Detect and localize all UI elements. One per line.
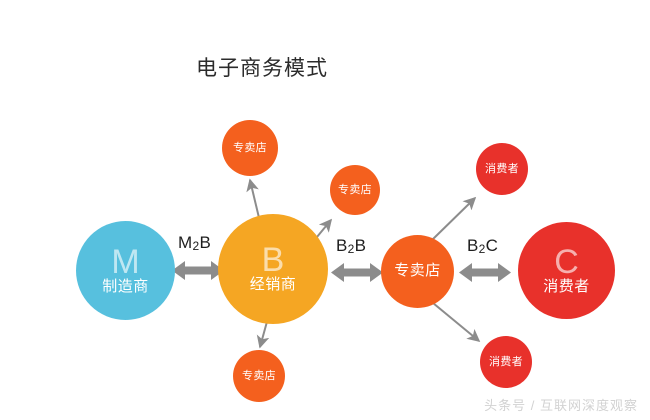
node-store-top-label: 专卖店 bbox=[233, 141, 267, 154]
arrow-label-b2c-sub: 2 bbox=[478, 242, 486, 256]
node-consumer[interactable]: C 消费者 bbox=[518, 222, 615, 319]
node-consumer-label: 消费者 bbox=[543, 277, 590, 295]
arrow-b-to-store bbox=[331, 263, 383, 282]
arrow-label-b2c: B2C bbox=[467, 236, 498, 256]
arrow-label-m2b-prefix: M bbox=[178, 233, 193, 252]
arrow-m-to-b bbox=[172, 261, 224, 280]
node-manufacturer-letter: M bbox=[111, 242, 140, 281]
arrow-label-b2b: B2B bbox=[336, 236, 366, 256]
node-manufacturer[interactable]: M 制造商 bbox=[76, 221, 175, 320]
node-consumer-bottom-label: 消费者 bbox=[489, 355, 523, 368]
node-consumer-letter: C bbox=[554, 242, 579, 281]
watermark: 头条号 / 互联网深度观察 bbox=[484, 398, 638, 413]
node-consumer-top-label: 消费者 bbox=[485, 162, 519, 175]
arrow-label-b2c-prefix: B bbox=[467, 236, 479, 255]
node-consumer-top[interactable]: 消费者 bbox=[476, 143, 528, 195]
node-distributor[interactable]: B 经销商 bbox=[218, 214, 328, 324]
arrow-label-m2b-suffix: B bbox=[199, 233, 212, 252]
node-store-right-label: 专卖店 bbox=[338, 183, 372, 196]
node-distributor-label: 经销商 bbox=[249, 276, 297, 294]
page-title: 电子商务模式 bbox=[196, 57, 328, 80]
arrow-label-b2c-suffix: C bbox=[485, 236, 499, 255]
arrow-label-b2b-suffix: B bbox=[354, 236, 367, 255]
arrow-store-to-consumer-bottom bbox=[432, 302, 481, 343]
arrow-label-m2b: M2B bbox=[178, 233, 211, 253]
node-distributor-letter: B bbox=[261, 241, 285, 280]
arrow-store-to-consumer bbox=[459, 263, 511, 282]
node-store-right[interactable]: 专卖店 bbox=[330, 165, 380, 215]
node-store-main-label: 专卖店 bbox=[394, 262, 441, 280]
arrow-label-b2b-sub: 2 bbox=[347, 242, 355, 256]
node-consumer-bottom[interactable]: 消费者 bbox=[480, 336, 532, 388]
arrow-store-to-consumer-top bbox=[431, 196, 477, 241]
arrow-label-m2b-sub: 2 bbox=[192, 239, 200, 253]
node-store-top[interactable]: 专卖店 bbox=[222, 120, 278, 176]
node-manufacturer-label: 制造商 bbox=[102, 277, 149, 295]
node-store-main[interactable]: 专卖店 bbox=[381, 235, 454, 308]
node-store-bottom[interactable]: 专卖店 bbox=[233, 350, 285, 402]
arrow-label-b2b-prefix: B bbox=[336, 236, 348, 255]
node-store-bottom-label: 专卖店 bbox=[242, 369, 276, 382]
